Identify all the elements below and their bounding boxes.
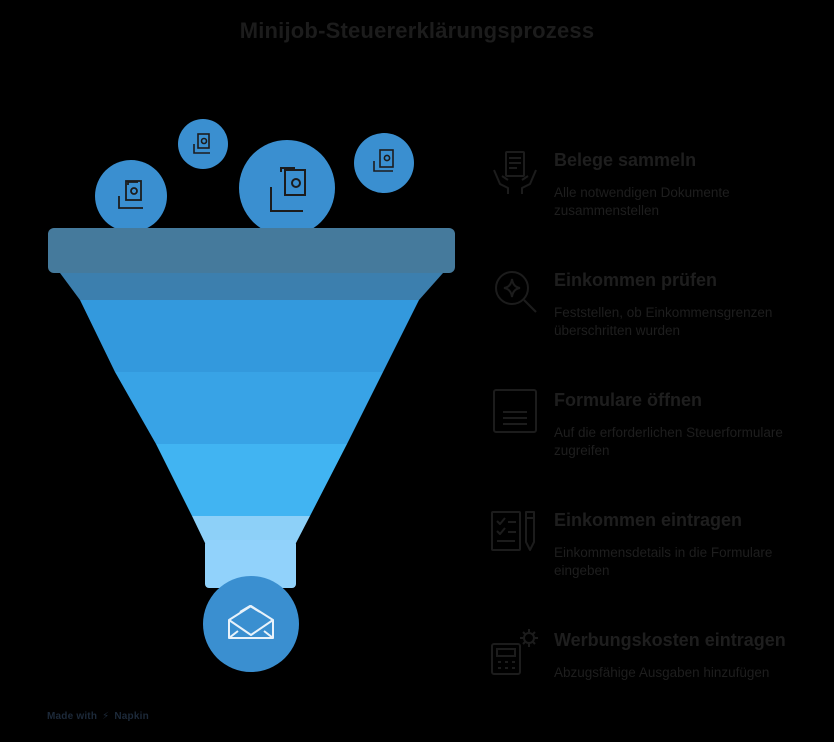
step-title: Einkommen prüfen bbox=[554, 270, 718, 290]
napkin-logo-icon: ⚡ bbox=[102, 711, 110, 722]
step-description: Feststellen, ob Einkommensgrenzen übersc… bbox=[554, 305, 773, 338]
made-with-napkin[interactable]: Made with ⚡ Napkin bbox=[47, 711, 149, 722]
made-with-label: Made with bbox=[47, 711, 98, 722]
step-title: Werbungskosten eintragen bbox=[554, 630, 786, 650]
form-icon bbox=[493, 389, 537, 433]
step-title: Einkommen eintragen bbox=[554, 510, 743, 530]
document-bubble-large-icon bbox=[239, 140, 335, 236]
funnel-band-4 bbox=[156, 444, 347, 516]
envelope-bubble-icon bbox=[203, 576, 299, 672]
step-description: Alle notwendigen Dokumente zusammenstell… bbox=[554, 185, 730, 218]
calculator-gear-icon bbox=[491, 629, 538, 675]
magnifier-icon bbox=[495, 271, 537, 313]
funnel-band-3 bbox=[115, 372, 383, 444]
funnel-band-1 bbox=[60, 273, 443, 300]
step-description: Einkommensdetails in die Formulare einge… bbox=[554, 545, 773, 578]
funnel-rim bbox=[48, 228, 455, 273]
document-bubble-left-icon bbox=[95, 160, 167, 232]
document-bubble-small-icon bbox=[178, 119, 228, 169]
step-title: Formulare öffnen bbox=[554, 390, 703, 410]
checklist-pen-icon bbox=[491, 511, 535, 551]
document-bubble-right-icon bbox=[354, 133, 414, 193]
funnel-spout bbox=[205, 540, 296, 588]
funnel-band-5 bbox=[192, 516, 310, 543]
step-description: Abzugsfähige Ausgaben hinzufügen bbox=[554, 665, 770, 680]
napkin-brand-label: Napkin bbox=[114, 711, 149, 722]
step-title: Belege sammeln bbox=[554, 150, 697, 170]
funnel-band-2 bbox=[80, 300, 419, 372]
hands-documents-icon bbox=[493, 151, 537, 194]
step-description: Auf die erforderlichen Steuerformulare z… bbox=[554, 425, 783, 458]
page-title: Minijob-Steuererklärungsprozess bbox=[239, 18, 595, 43]
